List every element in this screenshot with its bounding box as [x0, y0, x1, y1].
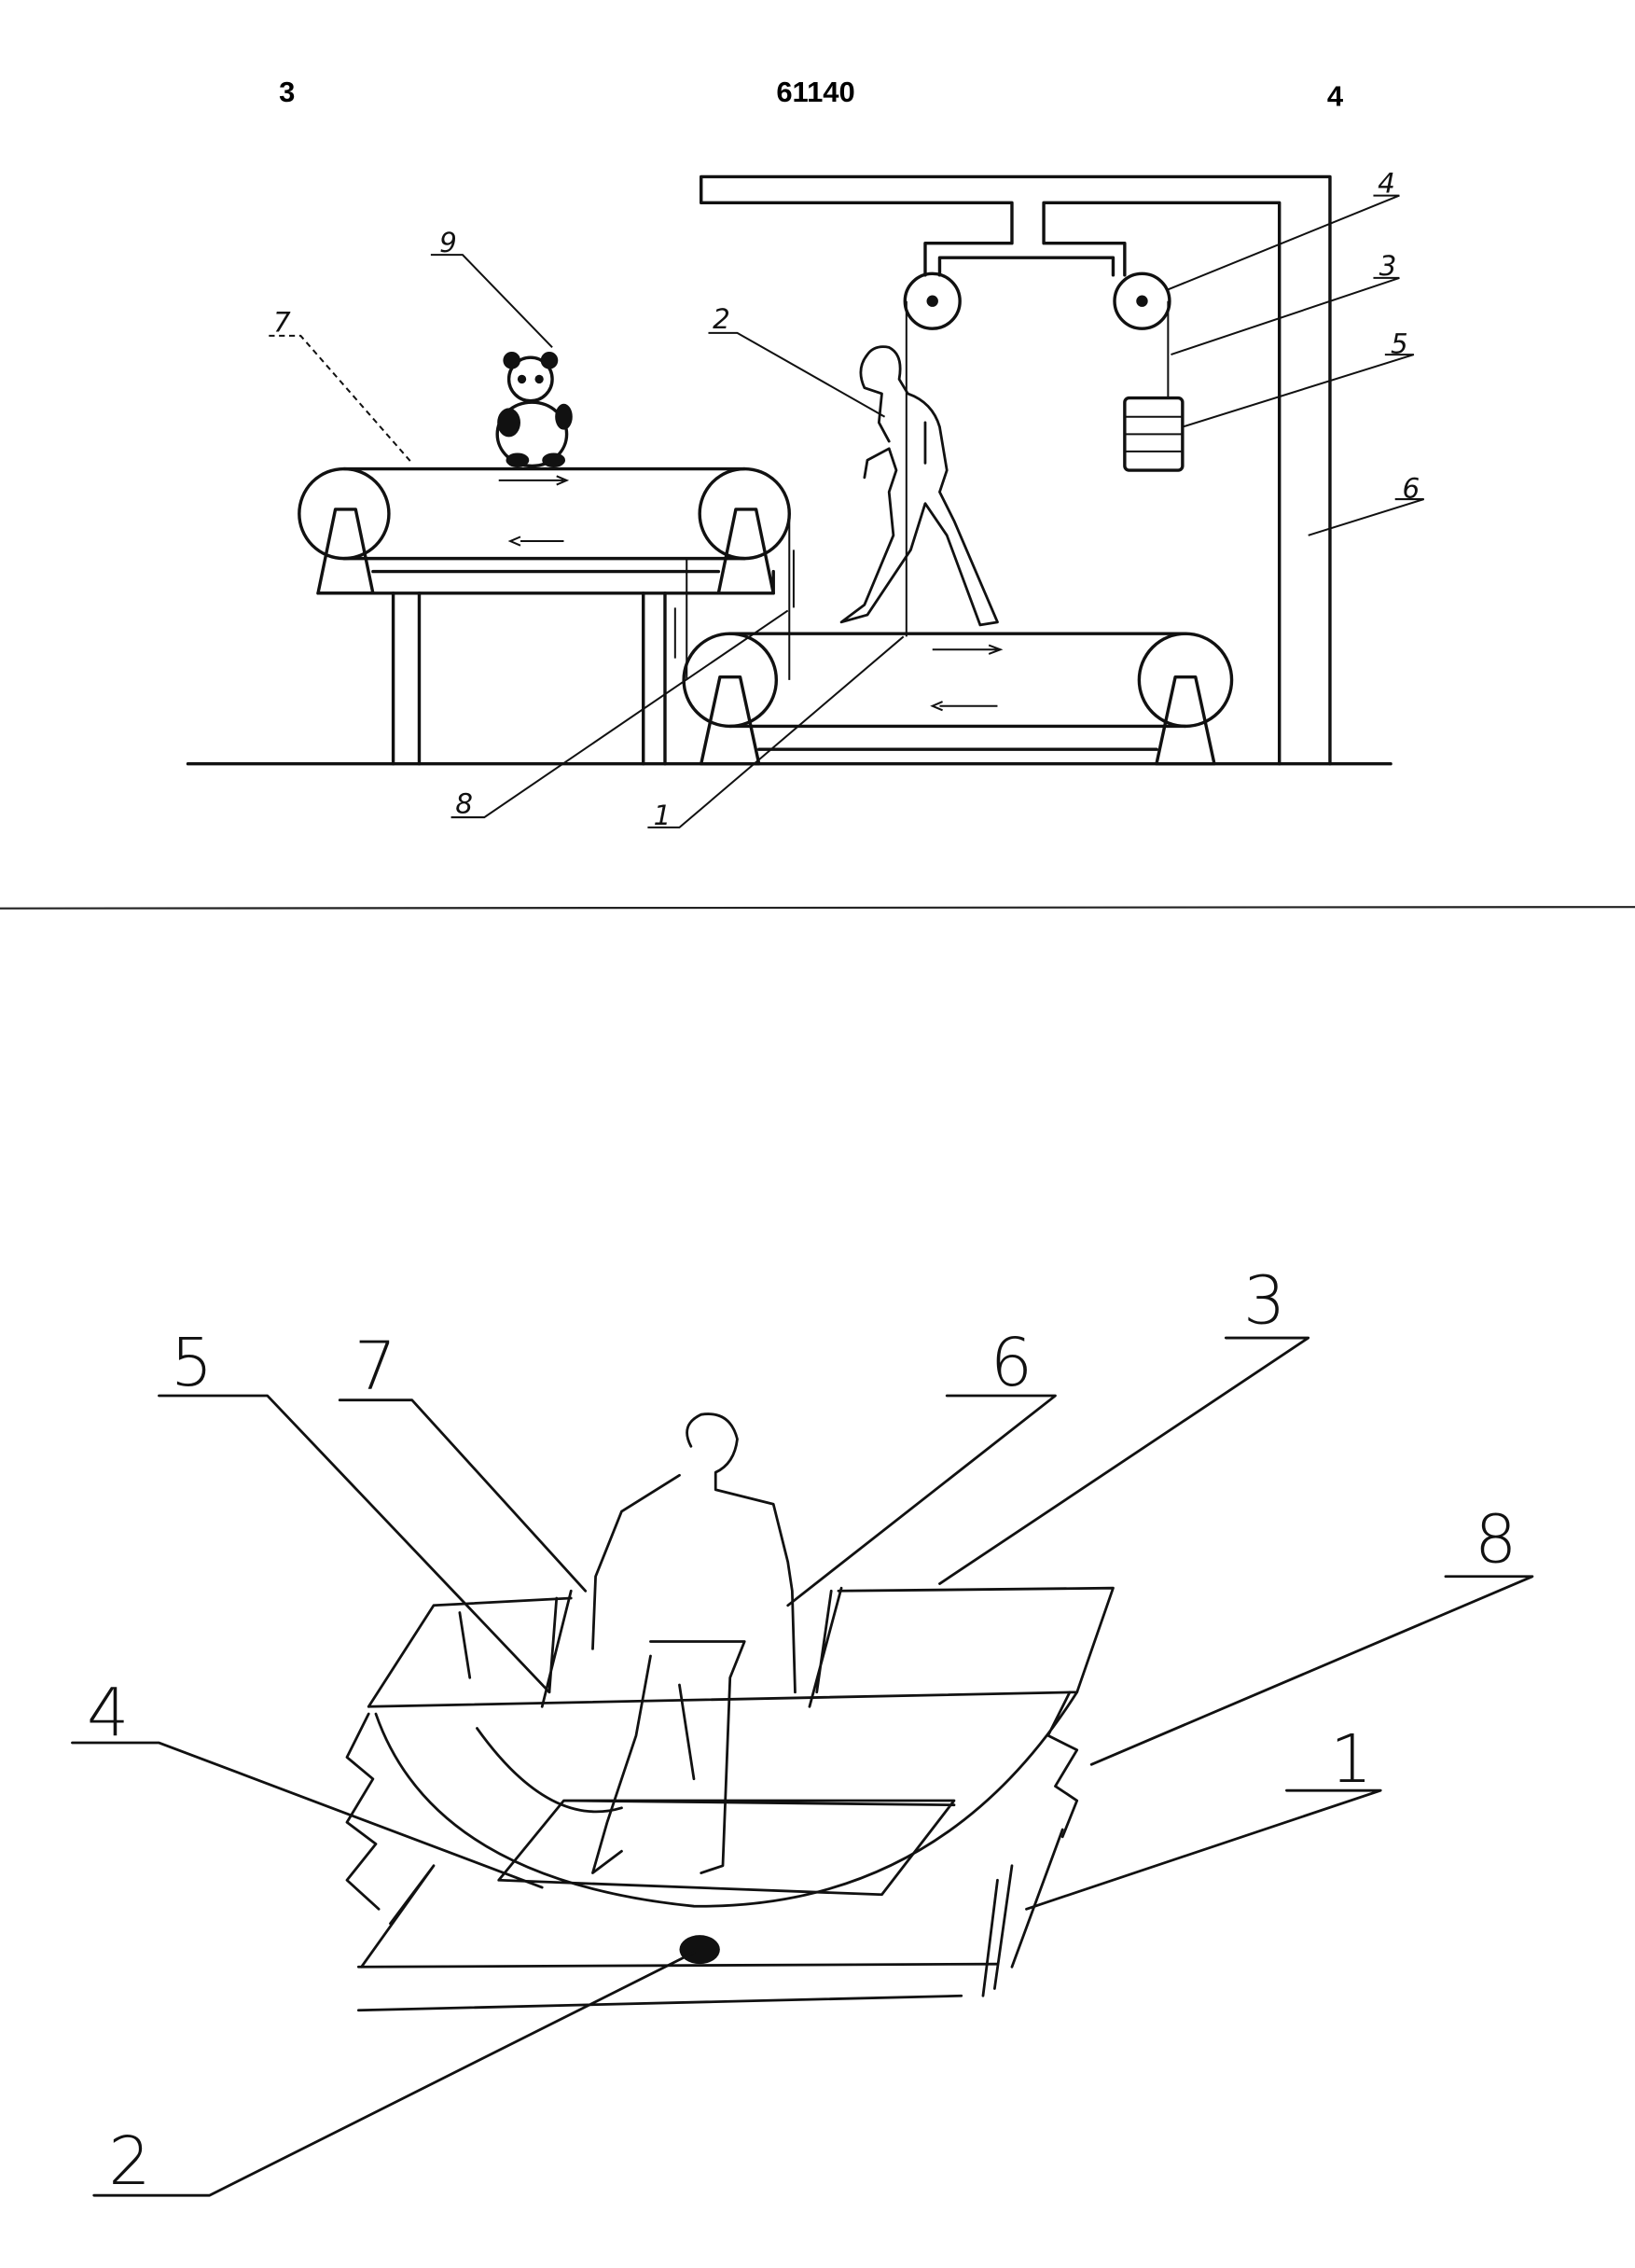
figure-divider: [0, 906, 1635, 910]
page-number-right: 4: [1327, 79, 1344, 112]
page-number-left: 3: [279, 76, 295, 108]
roller-knot: [679, 1935, 720, 1965]
panda-toy: [495, 351, 573, 468]
pulley-left: [903, 271, 962, 330]
label-3: 3: [1243, 1262, 1285, 1340]
weight-stack: [1123, 396, 1185, 472]
frame: [700, 174, 1332, 766]
label-7: 7: [273, 306, 291, 338]
figure-1-labels: 9 7 2 4 3 5 6 8 1: [269, 167, 1425, 831]
treadmill-conveyor: [682, 632, 1234, 766]
label-8: 8: [455, 787, 473, 819]
outer-frame: [356, 1586, 1115, 2012]
label-9: 9: [439, 227, 457, 258]
figure-2-labels: 5 7 6 3 8 4 1 2: [71, 1262, 1534, 2200]
label-7: 7: [354, 1327, 396, 1404]
treadmill-platform: [497, 1799, 956, 1897]
upper-conveyor: [298, 466, 791, 766]
label-5: 5: [1391, 328, 1408, 360]
label-8: 8: [1475, 1500, 1517, 1578]
curved-hammock: [345, 1691, 1079, 1911]
standing-person: [591, 1412, 797, 1874]
label-4: 4: [87, 1674, 129, 1751]
label-6: 6: [1402, 473, 1420, 505]
label-1: 1: [654, 800, 672, 831]
figure-1-side-view: 9 7 2 4 3 5 6 8 1: [186, 167, 1425, 831]
connecting-belt: [673, 513, 795, 680]
figure-2-perspective-view: 5 7 6 3 8 4 1 2: [71, 1262, 1534, 2200]
label-6: 6: [991, 1324, 1032, 1401]
label-2: 2: [108, 2122, 150, 2200]
pulley-right: [1113, 271, 1171, 330]
patent-number: 61140: [776, 76, 854, 108]
label-2: 2: [713, 303, 730, 335]
label-3: 3: [1379, 250, 1397, 282]
side-springs: [458, 1586, 1014, 1997]
label-4: 4: [1378, 167, 1395, 199]
label-5: 5: [171, 1324, 213, 1401]
label-1: 1: [1330, 1720, 1372, 1798]
walking-person: [839, 345, 999, 627]
